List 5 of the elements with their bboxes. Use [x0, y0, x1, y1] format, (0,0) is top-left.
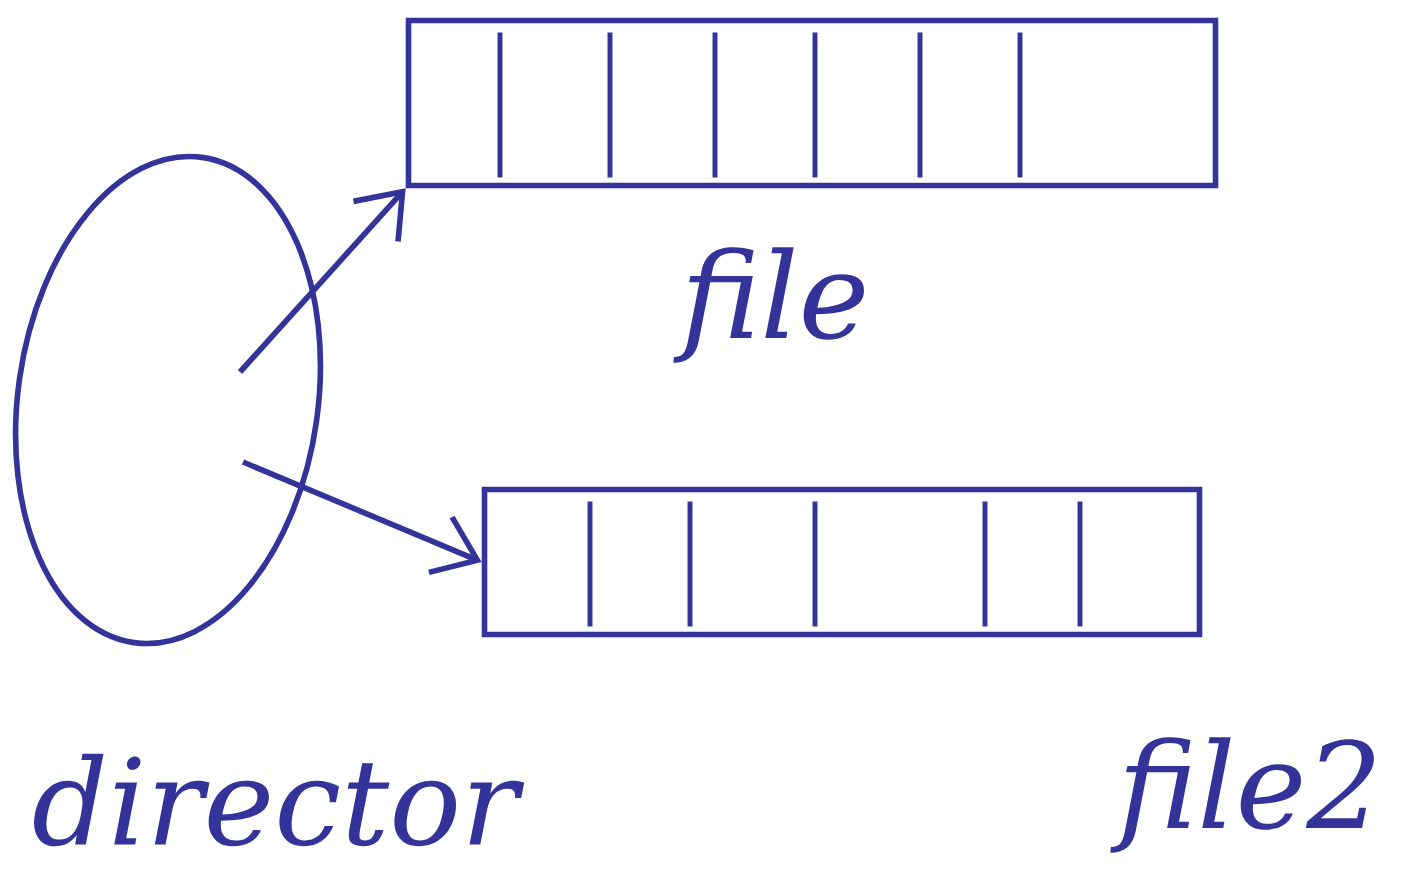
arrow: [237, 188, 406, 374]
handwritten-label: file: [673, 247, 864, 363]
arrow: [241, 459, 482, 576]
handwritten-label: file2: [1110, 737, 1374, 853]
handwritten-label: director: [34, 753, 525, 847]
